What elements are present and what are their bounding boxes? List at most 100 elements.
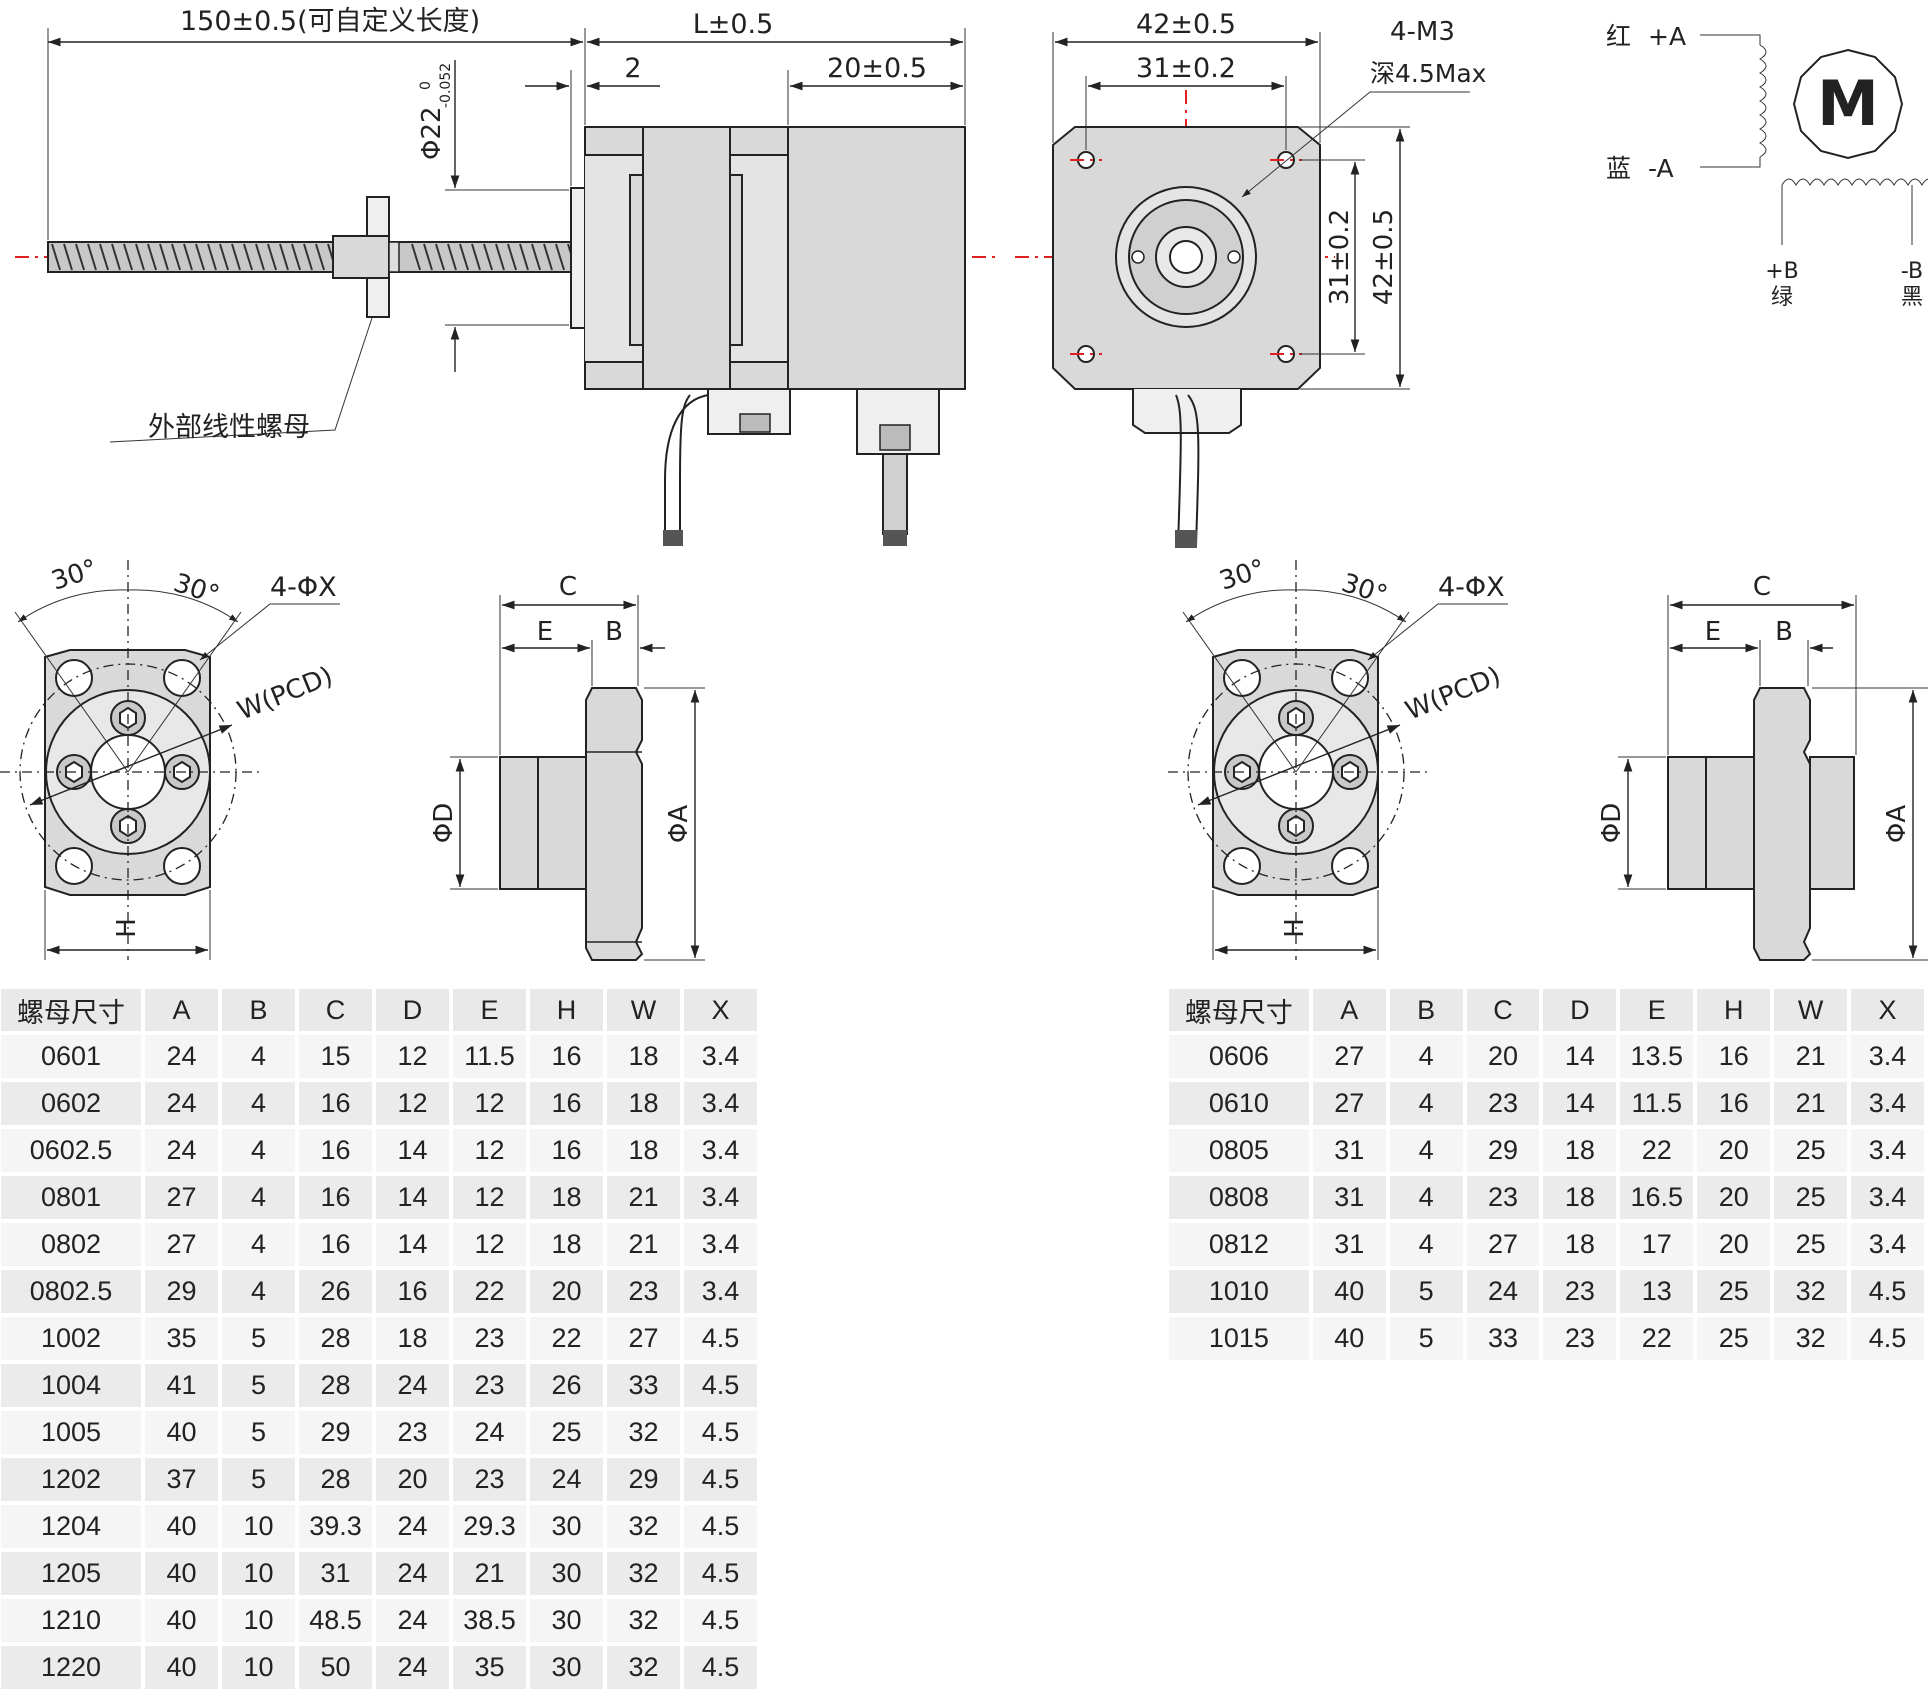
dimension-cell: 40 [145, 1505, 218, 1548]
nut-dim-h: H [1280, 918, 1310, 938]
dimension-cell: 37 [145, 1458, 218, 1501]
thread-mark [423, 243, 433, 271]
dimension-cell: 18 [1543, 1176, 1617, 1219]
dimension-cell: 4 [222, 1176, 295, 1219]
technical-drawing: 150±0.5(可自定义长度) L±0.5 2 20±0.5 Φ22 0 -0.… [0, 6, 1928, 961]
dimension-cell: 14 [376, 1223, 449, 1266]
dimension-cell: 30 [530, 1505, 603, 1548]
side-view: 150±0.5(可自定义长度) L±0.5 2 20±0.5 Φ22 0 -0.… [15, 6, 1000, 546]
dimension-cell: 12 [376, 1035, 449, 1078]
dim-flange-thickness: 2 [624, 53, 641, 84]
dimension-cell: 4 [1389, 1223, 1463, 1266]
wire-black-pin: -B [1901, 259, 1923, 284]
dimension-cell: 25 [1697, 1270, 1771, 1313]
dim-boss-tol-upper: 0 [418, 81, 434, 90]
dimension-cell: 24 [530, 1458, 603, 1501]
dimension-cell: 4 [1389, 1035, 1463, 1078]
dimension-cell: 4.5 [1851, 1317, 1924, 1360]
dimension-cell: 25 [530, 1411, 603, 1454]
wire-blue-color: 蓝 [1606, 154, 1631, 183]
nut-angle-left: 30° [48, 554, 101, 597]
motor-body [584, 126, 966, 390]
thread-mark [63, 243, 73, 271]
nut-dim-e: E [537, 617, 553, 647]
dimension-cell: 40 [145, 1646, 218, 1689]
column-header: A [145, 989, 218, 1031]
thread-mark [483, 243, 493, 271]
thread-mark [411, 243, 421, 271]
dimension-cell: 32 [1774, 1270, 1848, 1313]
dimension-cell: 20 [1697, 1223, 1771, 1266]
dimension-cell: 4.5 [684, 1599, 757, 1642]
dimension-cell: 26 [299, 1270, 372, 1313]
dimension-cell: 10 [222, 1505, 295, 1548]
dimension-cell: 27 [1312, 1082, 1386, 1125]
dimension-cell: 18 [530, 1176, 603, 1219]
nut-hole-spec: 4-ΦX [1438, 572, 1505, 603]
nut-dim-c: C [559, 572, 577, 602]
nut-hole-spec: 4-ΦX [270, 572, 337, 603]
dimension-cell: 23 [453, 1458, 526, 1501]
column-header: 螺母尺寸 [1169, 989, 1309, 1031]
column-header: X [1851, 989, 1924, 1031]
dimension-cell: 23 [607, 1270, 680, 1313]
dim-body-length: L±0.5 [693, 9, 774, 40]
column-header: C [1466, 989, 1540, 1031]
dimension-cell: 35 [453, 1646, 526, 1689]
dim-thread-spec: 4-M3 [1390, 17, 1455, 47]
dimension-cell: 41 [145, 1364, 218, 1407]
column-header: C [299, 989, 372, 1031]
column-header: 螺母尺寸 [1, 989, 141, 1031]
dimension-cell: 4 [1389, 1082, 1463, 1125]
dimension-cell: 23 [376, 1411, 449, 1454]
nut-dim-d: ΦD [429, 803, 459, 844]
dimension-cell: 33 [1466, 1317, 1540, 1360]
dimension-cell: 40 [145, 1411, 218, 1454]
dimension-cell: 3.4 [1851, 1129, 1924, 1172]
dimension-cell: 3.4 [684, 1270, 757, 1313]
dimension-cell: 5 [222, 1364, 295, 1407]
nut-dim-b: B [605, 617, 623, 647]
thread-mark [495, 243, 505, 271]
dimension-cell: 21 [1774, 1035, 1848, 1078]
thread-mark [471, 243, 481, 271]
thread-mark [171, 243, 181, 271]
nut-size-cell: 1002 [1, 1317, 141, 1360]
dimension-cell: 23 [1466, 1176, 1540, 1219]
dimension-cell: 16 [530, 1129, 603, 1172]
nut-angle-right: 30° [1338, 568, 1391, 611]
dimension-cell: 16 [1697, 1082, 1771, 1125]
dimension-cell: 20 [376, 1458, 449, 1501]
dimension-cell: 18 [530, 1223, 603, 1266]
nut-dim-h: H [112, 918, 142, 938]
thread-mark [111, 243, 121, 271]
nut-size-cell: 1220 [1, 1646, 141, 1689]
dimension-cell: 40 [1312, 1270, 1386, 1313]
nut-size-cell: 1005 [1, 1411, 141, 1454]
dimension-cell: 3.4 [1851, 1082, 1924, 1125]
dim-thread-depth: 深4.5Max [1370, 59, 1486, 88]
column-header: B [1389, 989, 1463, 1031]
dimension-cell: 12 [453, 1129, 526, 1172]
thread-mark [147, 243, 157, 271]
dimension-cell: 16 [1697, 1035, 1771, 1078]
thread-mark [291, 243, 301, 271]
nut-size-cell: 1210 [1, 1599, 141, 1642]
dimension-cell: 4 [222, 1035, 295, 1078]
dimension-cell: 16 [530, 1035, 603, 1078]
dimension-cell: 21 [1774, 1082, 1848, 1125]
dimension-cell: 22 [1620, 1129, 1694, 1172]
column-header: E [1620, 989, 1694, 1031]
dimension-cell: 22 [453, 1270, 526, 1313]
column-header: X [684, 989, 757, 1031]
external-nut [332, 196, 400, 318]
dimension-cell: 18 [607, 1082, 680, 1125]
dimension-cell: 4.5 [1851, 1270, 1924, 1313]
